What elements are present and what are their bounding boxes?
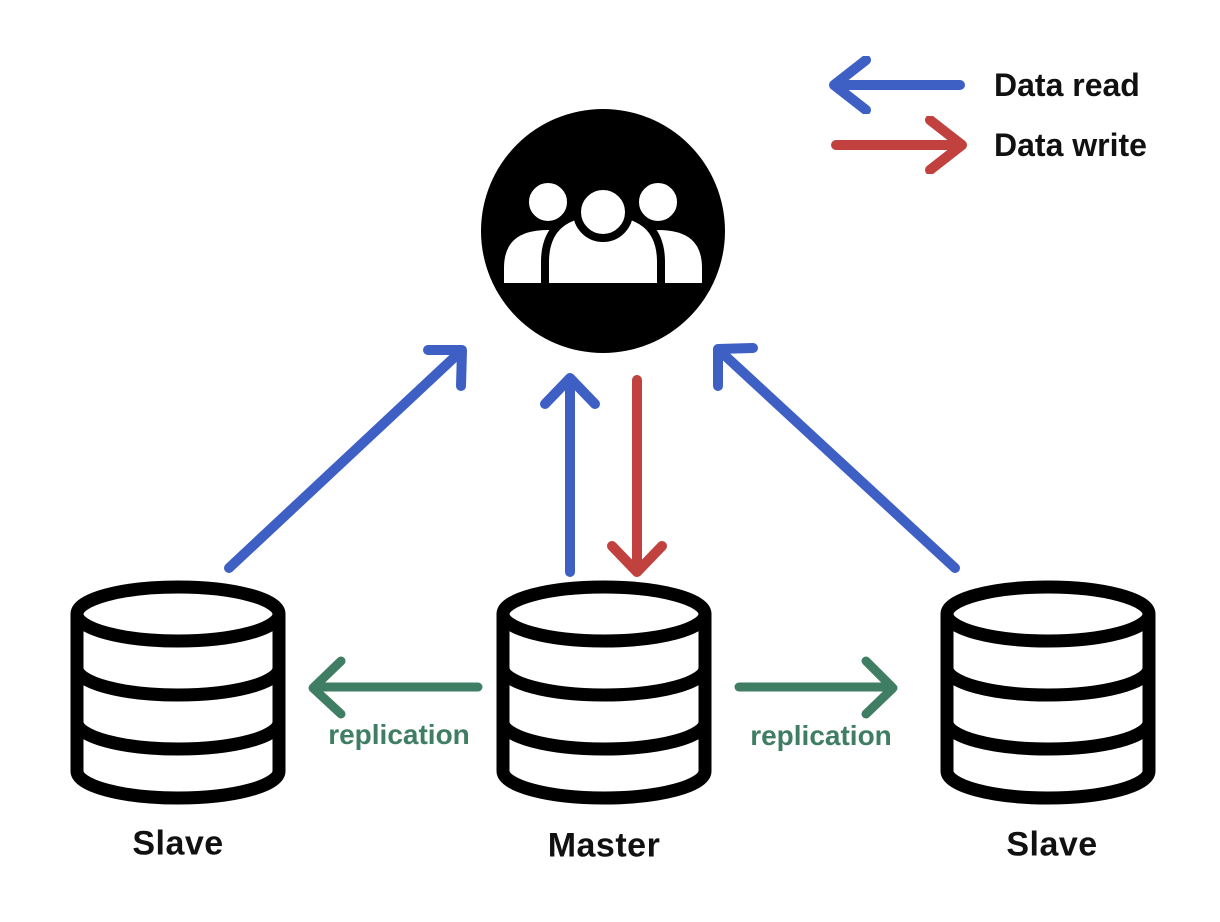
node-label-slave-left: Slave <box>132 824 224 863</box>
replication-label-left: replication <box>328 719 470 750</box>
legend: Data read Data write <box>828 56 1147 174</box>
read-arrow-slave-left <box>224 345 467 573</box>
person-head-right <box>631 175 685 229</box>
node-label-slave-right: Slave <box>1006 825 1098 864</box>
person-head-center <box>573 182 633 242</box>
legend-label-data-write: Data write <box>994 126 1147 163</box>
database-icon-master <box>496 580 712 805</box>
person-head-left <box>521 175 575 229</box>
legend-row-data-read: Data read <box>828 56 1147 114</box>
replication-label-right: replication <box>750 720 892 751</box>
read-arrow-slave-right <box>713 343 960 573</box>
replication-arrow-right <box>734 656 898 719</box>
read-arrow-master <box>540 373 600 577</box>
write-arrow-master <box>607 375 667 577</box>
legend-label-data-read: Data read <box>994 66 1140 103</box>
database-icon-slave-right <box>940 580 1156 805</box>
node-label-master: Master <box>547 826 661 865</box>
data-read-arrow-icon <box>829 56 965 114</box>
database-icon-slave-left <box>70 580 286 805</box>
replication-arrow-left <box>308 656 483 719</box>
data-write-arrow-icon <box>831 116 967 174</box>
legend-row-data-write: Data write <box>828 116 1147 174</box>
users-icon <box>481 109 725 353</box>
